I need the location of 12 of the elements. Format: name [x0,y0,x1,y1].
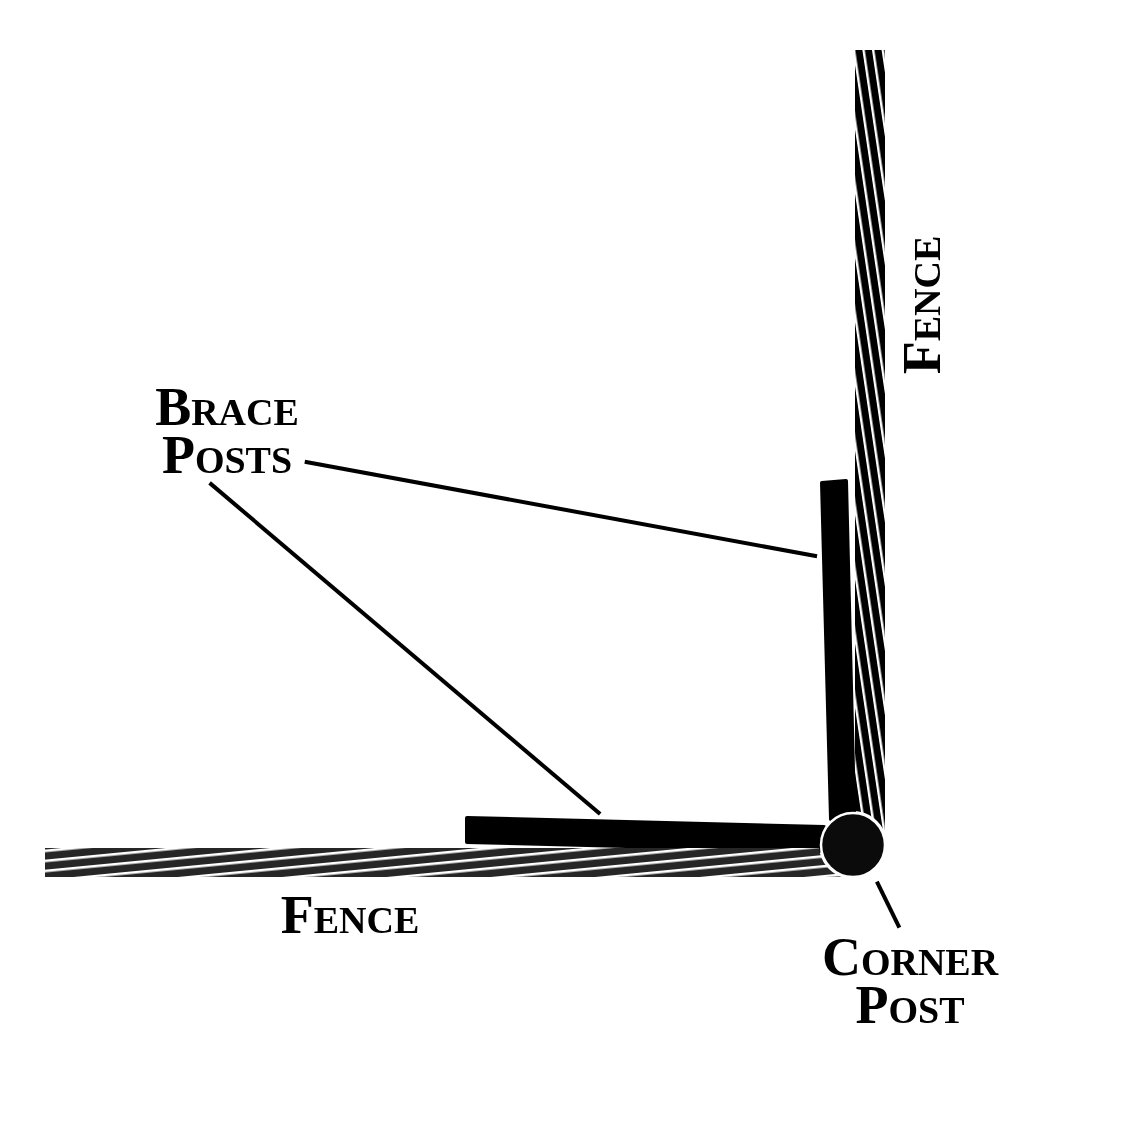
fence-label: Fence [898,235,946,375]
fence-hatching [855,50,885,834]
callout-label: Brace Posts [155,383,299,479]
brace-post-bar [465,816,826,853]
leader-line [208,481,602,816]
leader-line [304,459,818,559]
callout-label: Corner Post [821,933,999,1029]
corner-post [819,811,887,879]
fence-label: Fence [280,891,420,939]
fence-hatching [45,848,842,877]
brace-post-bar [820,479,856,821]
leader-line [875,880,902,929]
